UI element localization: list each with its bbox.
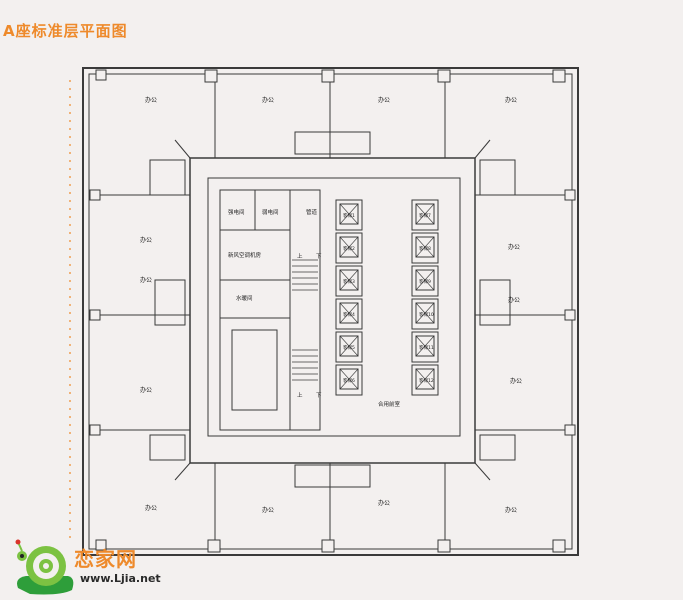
office-label: 办公 — [145, 96, 157, 104]
office-label: 办公 — [505, 96, 517, 104]
elevator-label: 客梯2 — [343, 245, 355, 252]
room-pipe-shaft: 管道 — [306, 208, 318, 216]
office-label: 办公 — [378, 499, 390, 507]
elevator-label: 客梯4 — [343, 311, 355, 318]
office-label: 办公 — [140, 276, 152, 284]
elevator-label: 客梯11 — [419, 344, 434, 351]
elevator-shaft — [411, 364, 439, 396]
room-shared-front: 合用前室 — [378, 400, 401, 408]
office-label: 办公 — [262, 96, 274, 104]
stair-down-1: 下 — [316, 253, 322, 260]
page-title: A座标准层平面图 — [3, 22, 128, 40]
elevator-label: 客梯9 — [419, 278, 431, 285]
stair-up-2: 上 — [297, 391, 303, 399]
watermark-brand: 恋家网 — [74, 547, 137, 571]
room-water-pipe: 水暖间 — [236, 294, 253, 302]
office-label: 办公 — [140, 386, 152, 394]
elevator-label: 客梯12 — [419, 377, 434, 384]
room-weak-power: 弱电间 — [262, 208, 279, 216]
room-equipment: 新风空调机房 — [228, 251, 262, 259]
elevator-shaft — [411, 232, 439, 264]
elevator-shaft — [411, 199, 439, 231]
elevator-shaft — [411, 298, 439, 330]
office-label: 办公 — [140, 236, 152, 244]
elevator-label: 客梯10 — [419, 311, 434, 318]
snail-logo-icon — [15, 539, 74, 595]
office-label: 办公 — [262, 506, 274, 514]
office-label: 办公 — [378, 96, 390, 104]
office-label: 办公 — [505, 506, 517, 514]
room-strong-power: 强电间 — [228, 208, 245, 216]
elevator-label: 客梯7 — [419, 212, 431, 219]
elevator-shaft — [335, 265, 363, 297]
elevator-label: 客梯8 — [419, 245, 431, 252]
elevator-shaft — [335, 199, 363, 231]
elevator-label: 客梯6 — [343, 377, 355, 384]
elevator-shaft — [335, 232, 363, 264]
watermark-url: www.Ljia.net — [80, 572, 161, 585]
elevator-shaft — [335, 298, 363, 330]
core-service — [219, 189, 321, 431]
outer-wall — [82, 67, 579, 556]
office-label: 办公 — [508, 296, 520, 304]
office-label: 办公 — [145, 504, 157, 512]
office-label: 办公 — [508, 243, 520, 251]
elevator-shaft — [335, 331, 363, 363]
elevator-label: 客梯3 — [343, 278, 355, 285]
elevator-shaft — [411, 265, 439, 297]
elevator-shaft — [411, 331, 439, 363]
stair-down-2: 下 — [316, 392, 322, 399]
office-label: 办公 — [510, 377, 522, 385]
elevator-label: 客梯5 — [343, 344, 355, 351]
core-inner — [207, 177, 461, 437]
stair-up-1: 上 — [297, 252, 303, 260]
core-outer — [189, 157, 476, 464]
elevator-label: 客梯1 — [343, 212, 355, 219]
elevator-shaft — [335, 364, 363, 396]
